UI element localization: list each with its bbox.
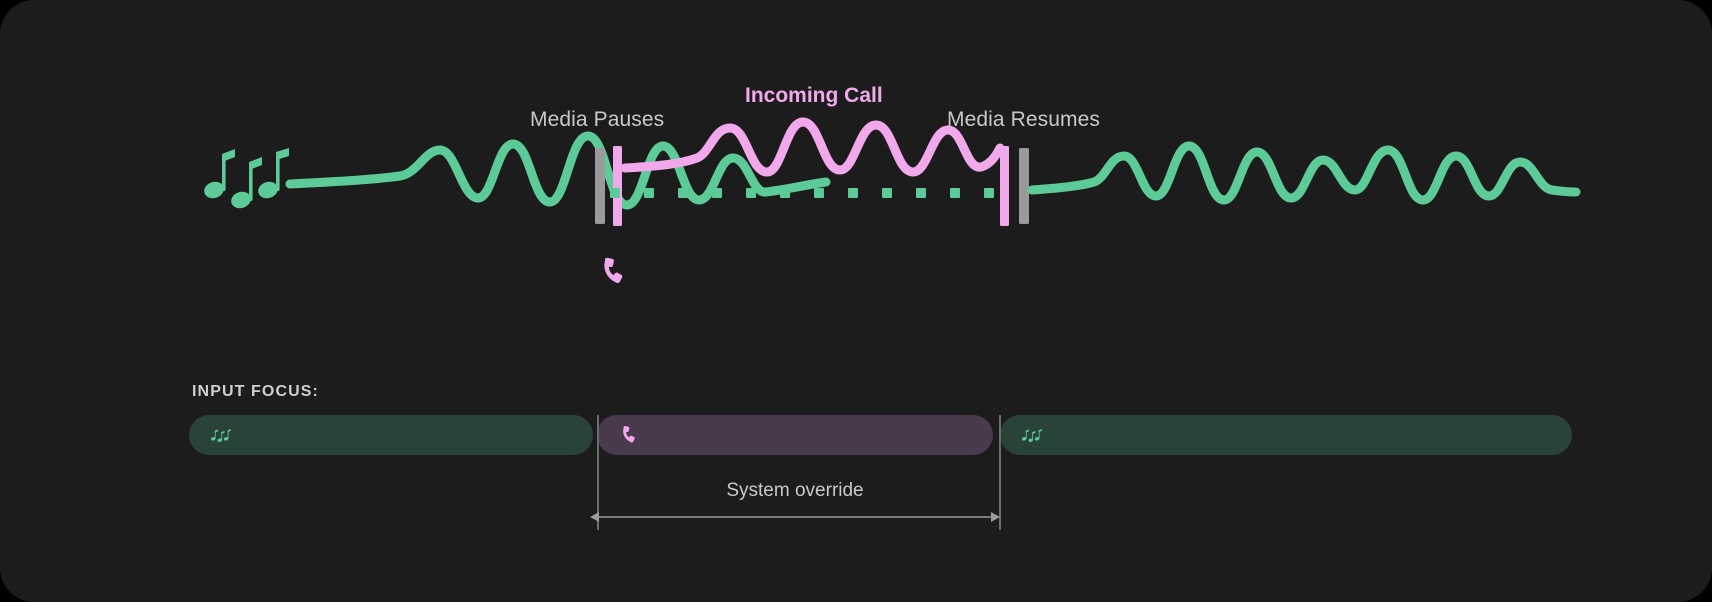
waveform-call [620,117,1005,177]
label-incoming-call: Incoming Call [745,84,883,107]
override-span-arrow [590,512,1000,522]
label-media-pauses: Media Pauses [530,108,665,131]
music-notes-icon [1022,425,1044,445]
marker-resume-gray [1019,148,1029,224]
waveform-media-after [1027,141,1581,205]
waveform-media-before [285,131,831,210]
dotted-muted-media [610,188,994,198]
override-guide-right [999,415,1001,530]
focus-segment-media-after[interactable] [1000,415,1572,455]
waveform-graphic [204,117,1581,284]
focus-segment-media-before[interactable] [189,415,593,455]
marker-resume-pink [1000,146,1009,226]
input-focus-heading: INPUT FOCUS: [192,383,319,400]
music-notes-icon [204,148,289,209]
override-label: System override [726,480,864,501]
override-guide-left [597,415,599,530]
marker-pause-pink [613,146,622,226]
music-notes-icon [211,425,233,445]
label-media-resumes: Media Resumes [947,108,1101,131]
phone-handset-icon [604,257,623,284]
focus-segment-call-override[interactable] [597,415,993,455]
marker-pause-gray [595,148,605,224]
phone-handset-icon [619,425,639,446]
